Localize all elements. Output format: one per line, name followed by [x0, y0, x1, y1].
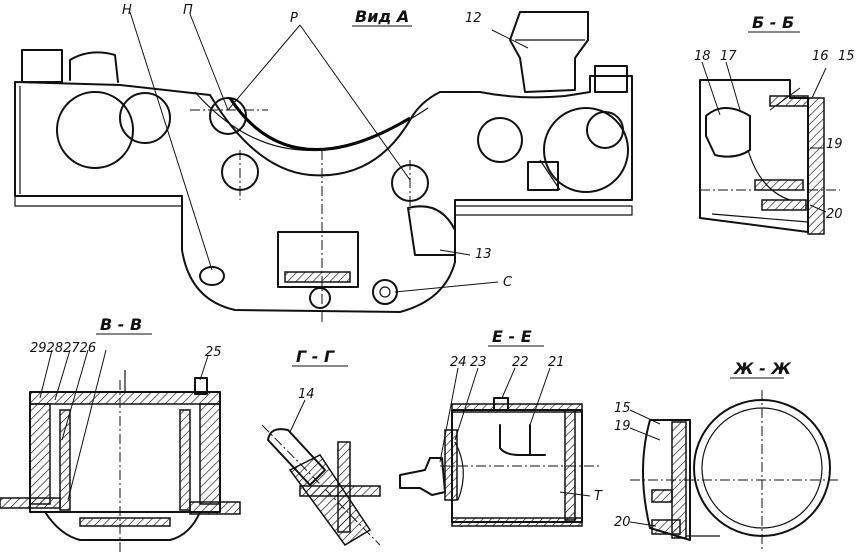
- section-gg: Г - Г 14: [261, 347, 381, 546]
- ee-label-t: Т: [594, 489, 603, 504]
- label-12: 12: [465, 11, 482, 26]
- bb-label-17: 17: [720, 49, 737, 64]
- bb-label-19: 19: [826, 137, 843, 152]
- ee-label-22: 22: [512, 355, 529, 370]
- label-n: Н: [122, 3, 132, 18]
- zz-label-15: 15: [614, 401, 631, 416]
- top-block-left: [21, 49, 63, 83]
- vv-label-29282726: 29282726: [30, 341, 96, 356]
- ee-valve-24: [399, 457, 446, 496]
- label-r: Р: [290, 11, 298, 26]
- main-circle-right: [543, 107, 629, 193]
- port-c: [372, 279, 398, 305]
- main-body-outline: [14, 75, 633, 313]
- hopper-12: [509, 11, 589, 93]
- port-p-circle: [209, 97, 247, 135]
- port-n: [199, 266, 225, 286]
- main-title: Вид А: [355, 7, 409, 26]
- ee-title: Е - Е: [492, 327, 532, 346]
- section-ee: Е - Е 24 23 22 21 Т: [399, 327, 603, 527]
- main-circle-1: [56, 91, 134, 169]
- label-13: 13: [475, 247, 492, 262]
- ee-label-23: 23: [470, 355, 487, 370]
- bb-lamp-18: [705, 107, 751, 158]
- bb-label-16: 16: [812, 49, 829, 64]
- zz-title: Ж - Ж: [733, 359, 791, 378]
- top-block-right: [594, 65, 628, 93]
- ee-label-21: 21: [548, 355, 565, 370]
- bb-label-20: 20: [826, 207, 843, 222]
- bb-label-18: 18: [694, 49, 711, 64]
- bb-label-15: 15: [838, 49, 855, 64]
- gg-title: Г - Г: [296, 347, 335, 366]
- gg-label-14: 14: [298, 387, 315, 402]
- label-p: П: [183, 3, 193, 18]
- ee-label-24: 24: [450, 355, 467, 370]
- section-zz: Ж - Ж 15 19 20: [614, 359, 840, 550]
- bb-title: Б - Б: [752, 13, 794, 32]
- vv-body: [29, 391, 221, 513]
- bottom-box: [277, 231, 359, 288]
- section-bb: Б - Б 18 17 16 15 19 20: [694, 13, 855, 235]
- detail-13: [407, 205, 456, 256]
- vv-label-25: 25: [205, 345, 222, 360]
- zz-label-19: 19: [614, 419, 631, 434]
- label-c: С: [503, 275, 513, 290]
- bb-wall-19: [807, 97, 825, 235]
- section-vv: В - В 29282726 25: [0, 315, 241, 554]
- zz-label-20: 20: [614, 515, 631, 530]
- main-view: Вид А Н П Р 12 13 С: [14, 3, 633, 325]
- vv-title: В - В: [100, 315, 142, 334]
